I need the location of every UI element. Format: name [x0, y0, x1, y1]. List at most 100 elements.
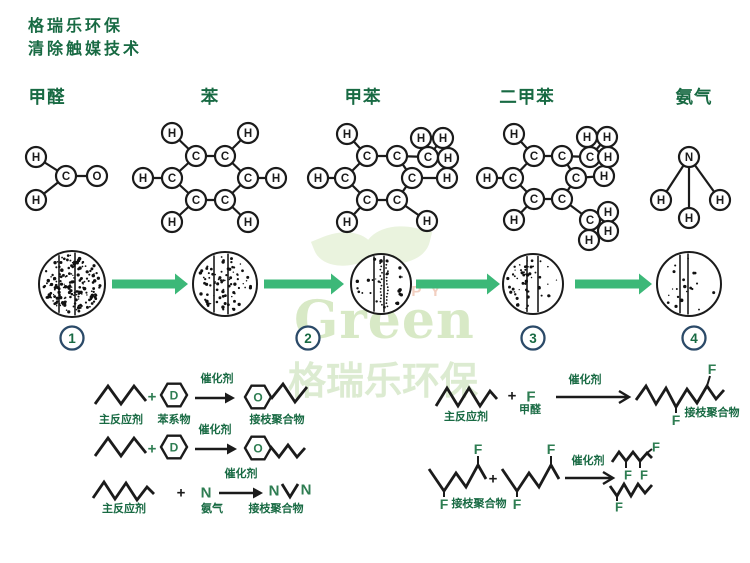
particle-dot	[511, 273, 515, 276]
particle-dot	[514, 269, 516, 271]
atom-letter-F: F	[624, 468, 632, 483]
particle-dot	[225, 274, 228, 277]
particle-dot	[69, 283, 71, 286]
particle-dot	[49, 291, 53, 295]
atom-H	[431, 126, 455, 150]
particle-dot	[60, 268, 64, 272]
particle-dot	[386, 286, 389, 289]
atom-C	[213, 188, 237, 212]
particle-dot	[221, 294, 225, 298]
particle-dot	[522, 273, 526, 277]
atom-label: C	[424, 152, 432, 164]
particle-dot	[66, 254, 70, 257]
atom-H	[649, 188, 673, 212]
atom-C	[355, 144, 379, 168]
atom-letter-N: N	[301, 481, 312, 498]
particle-dot	[386, 305, 389, 308]
particle-dot	[524, 282, 527, 285]
particle-dot	[395, 301, 400, 306]
particle-dot	[385, 279, 388, 282]
particle-dot	[59, 275, 63, 279]
atom-H	[24, 145, 48, 169]
particle-dot	[82, 283, 84, 285]
particle-dot	[245, 279, 248, 282]
atom-H	[24, 188, 48, 212]
atom-label: H	[585, 235, 593, 247]
reagent-label: 接枝聚合物	[250, 412, 305, 426]
atom-C	[550, 187, 574, 211]
atom-C	[385, 144, 409, 168]
particle-dot	[237, 286, 241, 290]
particle-dot	[712, 291, 716, 295]
atom-H	[577, 228, 601, 252]
particle-dot	[249, 284, 253, 288]
particle-dot	[56, 261, 59, 263]
particle-dot	[547, 265, 549, 268]
atom-label: H	[417, 133, 425, 145]
particle-dot	[93, 273, 95, 275]
particle-dot	[84, 301, 88, 304]
molecule-title: 甲苯	[345, 87, 382, 107]
particle-dot	[229, 276, 233, 280]
particle-dot	[380, 265, 383, 268]
polymer-chain	[280, 483, 300, 500]
particle-dot	[58, 273, 61, 276]
petri-dish-2	[192, 251, 258, 317]
watermark-brand: 格瑞乐环保	[288, 361, 479, 403]
atom-label: H	[343, 129, 351, 141]
particle-dot	[375, 278, 377, 280]
atom-letter-F: F	[526, 388, 535, 405]
dish-outline	[656, 251, 722, 317]
petri-dish-5	[656, 251, 722, 317]
particle-dot	[381, 271, 383, 274]
benzene-ring-icon	[159, 382, 189, 408]
particle-dot	[530, 276, 533, 279]
particle-dot	[203, 281, 206, 285]
atom-H	[596, 219, 620, 243]
particle-dot	[76, 273, 80, 277]
particle-dot	[51, 273, 54, 277]
catalyst-label: 催化剂	[225, 466, 258, 480]
particle-dot	[675, 288, 678, 291]
atom-label: H	[603, 132, 611, 144]
atom-label: H	[343, 217, 351, 229]
particle-dot	[377, 280, 380, 283]
particle-dot	[98, 284, 102, 288]
particle-dot	[205, 283, 207, 286]
particle-dot	[92, 300, 96, 303]
atom-C	[184, 144, 208, 168]
particle-dot	[506, 276, 510, 281]
particle-dot	[43, 284, 47, 288]
particle-dot	[68, 272, 71, 276]
particle-dot	[214, 273, 217, 276]
particle-dot	[73, 294, 75, 297]
particle-dot	[689, 286, 693, 290]
particle-dot	[375, 300, 378, 303]
polymer-chain	[268, 442, 307, 460]
polymer-chain	[93, 383, 148, 407]
atom-label: C	[221, 151, 229, 163]
atom-H	[131, 166, 155, 190]
particle-dot	[227, 284, 231, 288]
tech-subtitle: 清除触媒技术	[28, 41, 143, 58]
step-number-2: 2	[295, 325, 321, 351]
benzene-ring-icon	[243, 435, 273, 461]
plus-sign: +	[508, 387, 517, 404]
particle-dot	[385, 267, 387, 269]
particle-dot	[516, 277, 519, 280]
atom-H	[306, 166, 330, 190]
atom-H	[502, 122, 526, 146]
particle-dot	[521, 281, 525, 285]
catalyst-label: 催化剂	[199, 422, 232, 436]
particle-dot	[54, 283, 58, 287]
step-circle	[681, 325, 707, 351]
particle-dot	[92, 290, 95, 293]
atom-label: H	[423, 216, 431, 228]
polymer-chain	[610, 449, 653, 464]
atom-label: H	[600, 171, 608, 183]
plus-sign: +	[489, 470, 498, 487]
polymer-chain	[500, 462, 561, 494]
particle-dot	[83, 280, 86, 283]
atom-label: H	[483, 173, 491, 185]
particle-dot	[59, 304, 62, 307]
